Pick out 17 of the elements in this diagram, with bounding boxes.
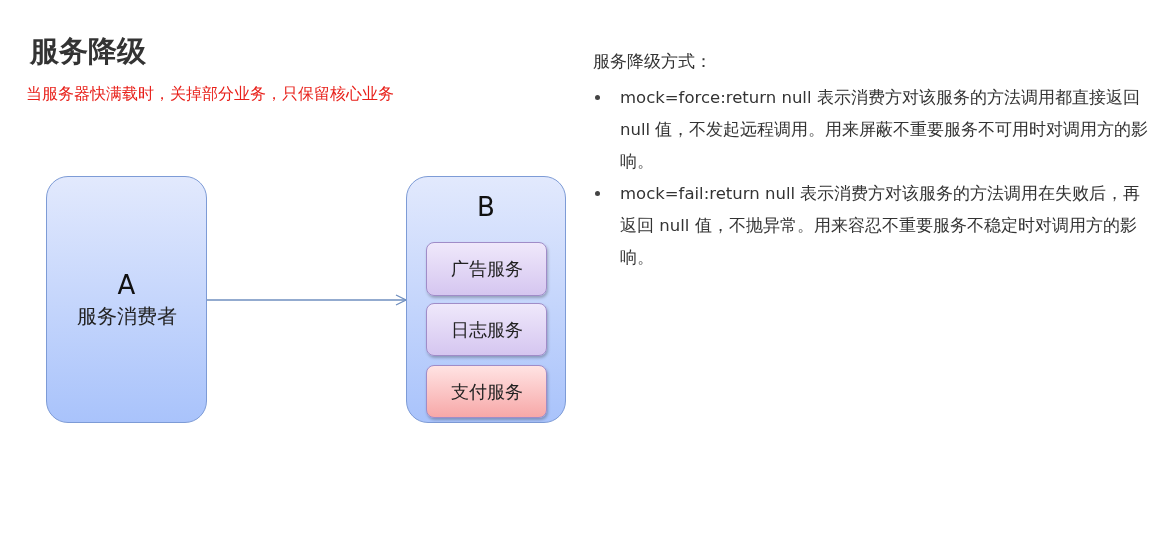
note: 当服务器快满载时，关掉部分业务，只保留核心业务: [26, 84, 394, 105]
title: 服务降级: [30, 33, 146, 70]
service-module-box: [426, 242, 547, 296]
list-item-text: mock=fail:return null 表示消费方对该服务的方法调用在失败后，再返回 null 值，不抛异常。用来容忍不重要服务不稳定时对调用方的影响。: [620, 183, 1142, 269]
node-label: 广告服务: [450, 257, 523, 281]
service-box: [406, 176, 566, 423]
node-label: 日志服务: [450, 317, 523, 342]
service-module-box: [426, 365, 547, 418]
service-module-box: [426, 303, 547, 356]
list-item-text: mock=force:return null 表示消费方对该服务的方法调用都直接返回 null 值，不发起远程调用。用来屏蔽不重要服务不可用时对调用方的影响。: [620, 87, 1150, 173]
service-box: [46, 176, 207, 423]
node-label: 支付服务: [450, 379, 523, 404]
node-letter: A: [117, 268, 136, 301]
list-heading: 服务降级方式：: [593, 50, 712, 73]
arrow: [206, 294, 407, 306]
node-label: 服务消费者: [76, 302, 177, 330]
node-letter: B: [477, 191, 495, 223]
